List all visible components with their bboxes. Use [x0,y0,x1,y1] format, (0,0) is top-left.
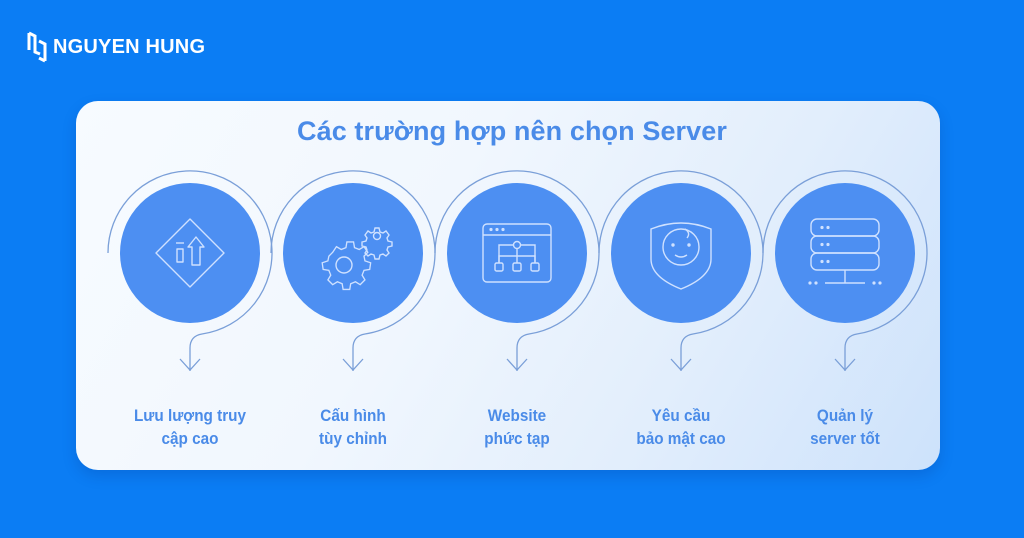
gears-icon [321,227,393,291]
shield-face-icon [650,222,712,290]
item-5-label: Quản lý server tốt [810,406,880,448]
item-2-label: Cấu hình tùy chỉnh [318,406,388,448]
nh-monogram-icon [27,31,47,63]
item-4-label: Yêu cầu bảo mật cao [636,406,726,448]
brand: NGUYEN HUNG [27,30,205,64]
item-3-label: Website phức tạp [484,406,550,448]
brand-name: NGUYEN HUNG [53,35,206,58]
traffic-sign-arrow-up-icon [155,218,225,288]
item-4-graphic [598,170,764,372]
server-rack-icon [808,218,882,285]
item-3-graphic [434,170,600,372]
card-title: Các trường hợp nên chọn Server [296,116,728,146]
item-2-graphic [270,170,436,372]
item-5-graphic [762,170,928,372]
website-sitemap-icon [482,223,552,283]
item-1-label: Lưu lượng truy cập cao [133,406,247,448]
item-1-graphic [107,170,273,372]
